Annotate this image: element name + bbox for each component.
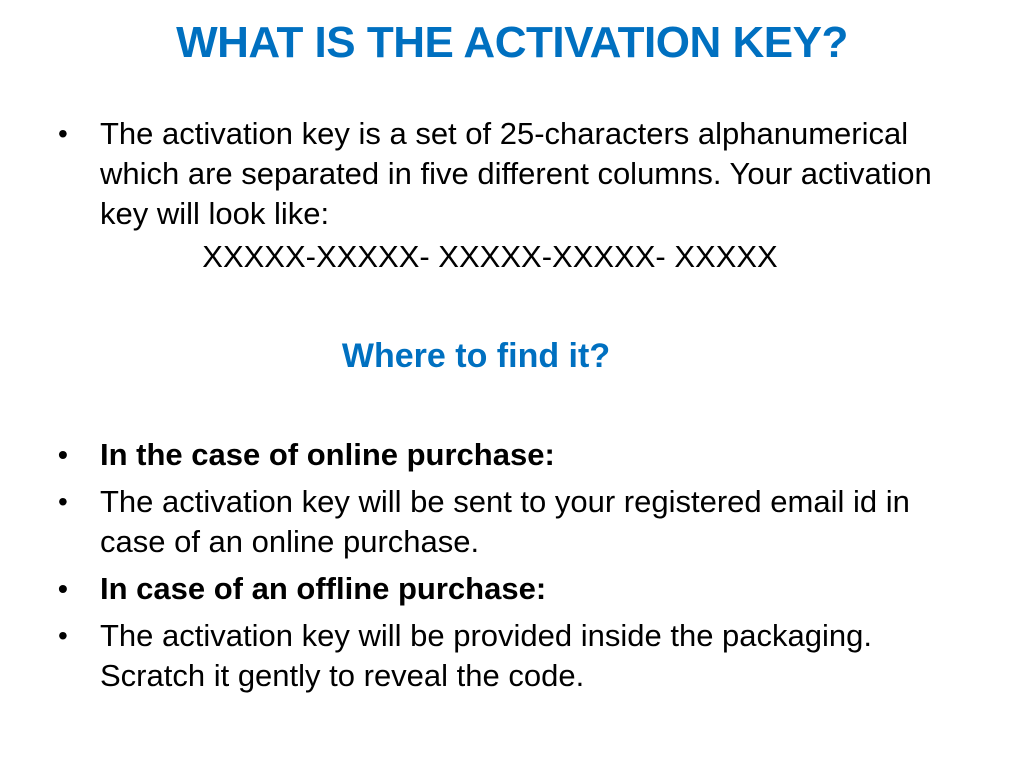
bullet-offline-purchase: • In case of an offline purchase: xyxy=(58,569,958,609)
slide-title: WHAT IS THE ACTIVATION KEY? xyxy=(176,18,848,67)
bullet-intro: • The activation key is a set of 25-char… xyxy=(58,114,958,234)
bullet-offline-details: • The activation key will be provided in… xyxy=(58,616,958,696)
bullet-online-purchase-text: In the case of online purchase: xyxy=(100,437,555,472)
bullet-online-purchase: • In the case of online purchase: xyxy=(58,435,958,475)
bullet-intro-text: The activation key is a set of 25-charac… xyxy=(100,116,932,231)
bullet-dot: • xyxy=(58,573,68,604)
bullet-online-details: • The activation key will be sent to you… xyxy=(58,482,958,562)
bullet-dot: • xyxy=(58,620,68,651)
bullet-dot: • xyxy=(58,439,68,470)
activation-key-format: XXXXX-XXXXX- XXXXX-XXXXX- XXXXX xyxy=(202,239,778,274)
bullet-offline-purchase-text: In case of an offline purchase: xyxy=(100,571,547,606)
bullet-dot: • xyxy=(58,118,68,149)
where-to-find-heading: Where to find it? xyxy=(341,337,611,375)
bullet-dot: • xyxy=(58,486,68,517)
bullet-offline-details-text: The activation key will be provided insi… xyxy=(100,618,873,693)
bullet-online-details-text: The activation key will be sent to your … xyxy=(100,484,910,559)
